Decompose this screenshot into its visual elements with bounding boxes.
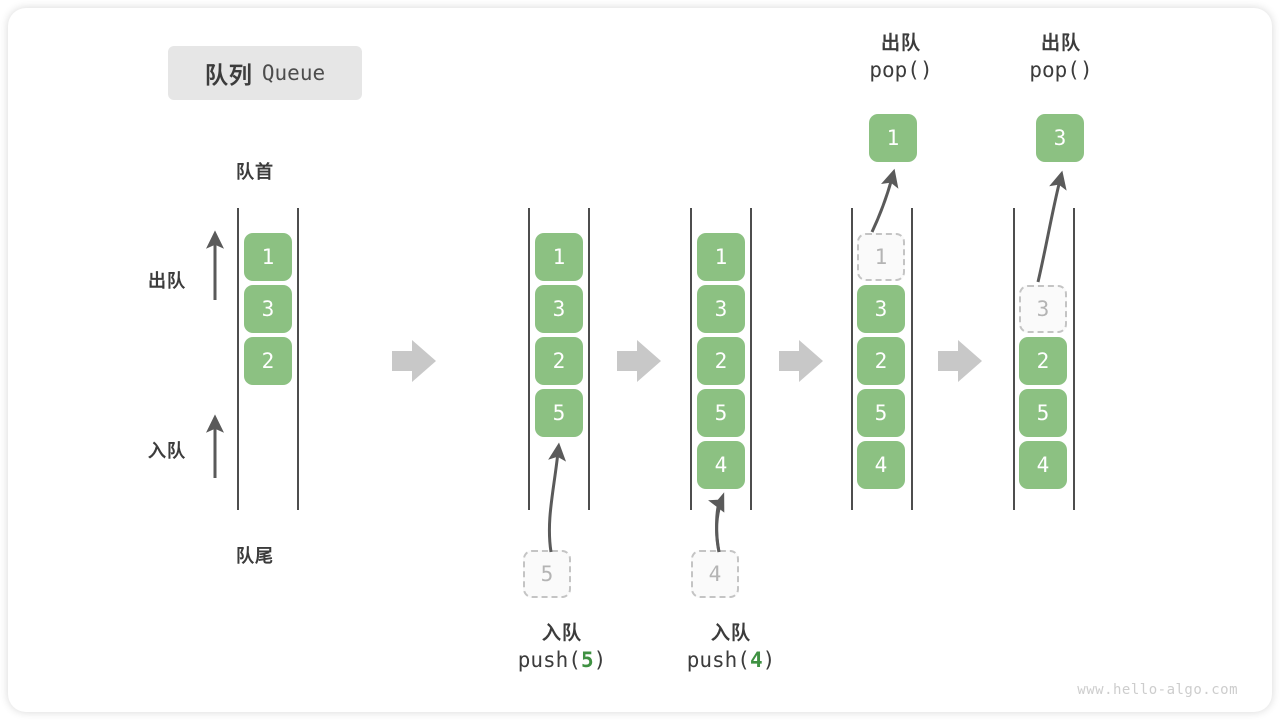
op-label-code: push(4) <box>687 646 776 674</box>
queue-cell-ghost: 5 <box>523 550 571 598</box>
step-arrow-icon <box>617 340 661 382</box>
label-dequeue: 出队 <box>148 271 186 292</box>
op-label-push-4: 入队 push(4) <box>687 620 776 674</box>
op-code-suffix: ) <box>919 58 933 82</box>
rail-right <box>911 208 913 510</box>
queue-cell: 5 <box>697 389 745 437</box>
rail-left <box>1013 208 1015 510</box>
rail-right <box>1073 208 1075 510</box>
queue-cell: 4 <box>857 441 905 489</box>
queue-cell: 2 <box>535 337 583 385</box>
queue-track-after-push-4 <box>690 208 752 510</box>
rail-right <box>750 208 752 510</box>
op-code-suffix: ) <box>762 648 776 672</box>
label-front: 队首 <box>236 162 274 183</box>
op-label-push-5: 入队 push(5) <box>518 620 607 674</box>
op-label-code: pop() <box>1029 56 1092 84</box>
queue-track-after-pop-3 <box>1013 208 1075 510</box>
op-label-pop-3: 出队 pop() <box>1029 30 1092 84</box>
queue-cell: 2 <box>1019 337 1067 385</box>
rail-left <box>851 208 853 510</box>
watermark: www.hello-algo.com <box>1077 682 1238 698</box>
step-arrow-icon <box>938 340 982 382</box>
rail-right <box>297 208 299 510</box>
queue-cell: 1 <box>697 233 745 281</box>
op-label-cn: 入队 <box>541 622 582 644</box>
rail-left <box>237 208 239 510</box>
diagram-title-badge: 队列 Queue <box>168 46 362 100</box>
queue-cell: 5 <box>535 389 583 437</box>
queue-cell-ghost: 1 <box>857 233 905 281</box>
op-label-code: push(5) <box>518 646 607 674</box>
title-en: Queue <box>261 61 326 85</box>
op-code-arg: 4 <box>749 648 763 672</box>
step-arrow-icon <box>392 340 436 382</box>
title-cn: 队列 <box>204 63 253 89</box>
op-label-cn: 出队 <box>880 32 922 54</box>
op-label-code: pop() <box>869 56 932 84</box>
label-enqueue: 入队 <box>148 441 186 462</box>
queue-cell: 3 <box>244 285 292 333</box>
op-code-suffix: ) <box>593 648 607 672</box>
op-label-pop-1: 出队 pop() <box>869 30 932 84</box>
queue-track-after-push-5 <box>528 208 590 510</box>
op-code-prefix: push( <box>686 648 750 672</box>
queue-cell: 1 <box>244 233 292 281</box>
op-code-prefix: pop( <box>1029 58 1080 82</box>
queue-cell: 1 <box>535 233 583 281</box>
queue-cell-ghost: 4 <box>691 550 739 598</box>
rail-left <box>528 208 530 510</box>
queue-cell-ghost: 3 <box>1019 285 1067 333</box>
queue-cell: 2 <box>697 337 745 385</box>
queue-cell: 3 <box>857 285 905 333</box>
queue-track-initial <box>237 208 299 510</box>
rail-left <box>690 208 692 510</box>
op-code-prefix: push( <box>517 648 581 672</box>
push-4-arrow <box>708 492 725 553</box>
queue-track-after-pop-1 <box>851 208 913 510</box>
op-code-suffix: ) <box>1079 58 1093 82</box>
step-arrow-icon <box>779 340 823 382</box>
queue-cell: 2 <box>244 337 292 385</box>
rail-right <box>588 208 590 510</box>
queue-cell: 3 <box>535 285 583 333</box>
label-rear: 队尾 <box>236 546 274 567</box>
queue-cell: 3 <box>697 285 745 333</box>
op-code-prefix: pop( <box>869 58 920 82</box>
queue-cell: 4 <box>697 441 745 489</box>
queue-cell: 4 <box>1019 441 1067 489</box>
queue-cell: 5 <box>1019 389 1067 437</box>
queue-cell-popped: 3 <box>1036 114 1084 162</box>
op-label-cn: 出队 <box>1040 32 1082 54</box>
op-code-arg: 5 <box>580 648 594 672</box>
op-label-cn: 入队 <box>710 622 751 644</box>
queue-cell: 2 <box>857 337 905 385</box>
queue-cell: 5 <box>857 389 905 437</box>
queue-cell-popped: 1 <box>869 114 917 162</box>
